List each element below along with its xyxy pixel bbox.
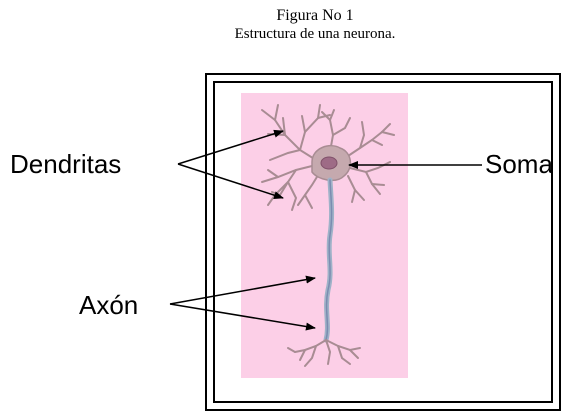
label-dendritas: Dendritas (10, 151, 121, 177)
label-soma: Soma (485, 151, 553, 177)
axon-terminals (288, 340, 360, 366)
label-axon: Axón (79, 292, 138, 318)
arrow-axon-lower (170, 304, 315, 328)
axon-process (326, 180, 332, 340)
arrow-axon-upper (170, 278, 315, 304)
arrow-dendritas-upper (178, 131, 283, 164)
soma-cell-body (312, 146, 350, 181)
nucleus (321, 157, 337, 169)
